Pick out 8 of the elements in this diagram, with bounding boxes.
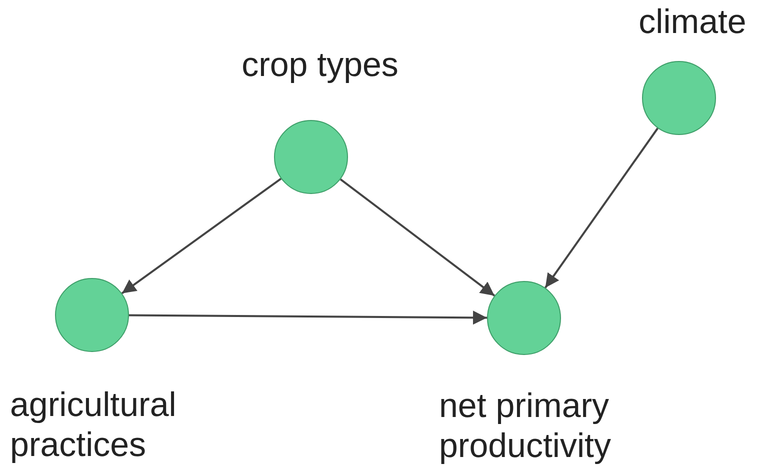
arrow: [544, 128, 658, 288]
arrow: [340, 178, 496, 296]
arrow: [121, 178, 282, 294]
arrow: [129, 310, 487, 325]
node-label: crop types: [240, 45, 400, 85]
node-label: net primary productivity: [439, 386, 612, 466]
node-label: climate: [638, 2, 748, 42]
node-label: agricultural practices: [10, 385, 178, 465]
